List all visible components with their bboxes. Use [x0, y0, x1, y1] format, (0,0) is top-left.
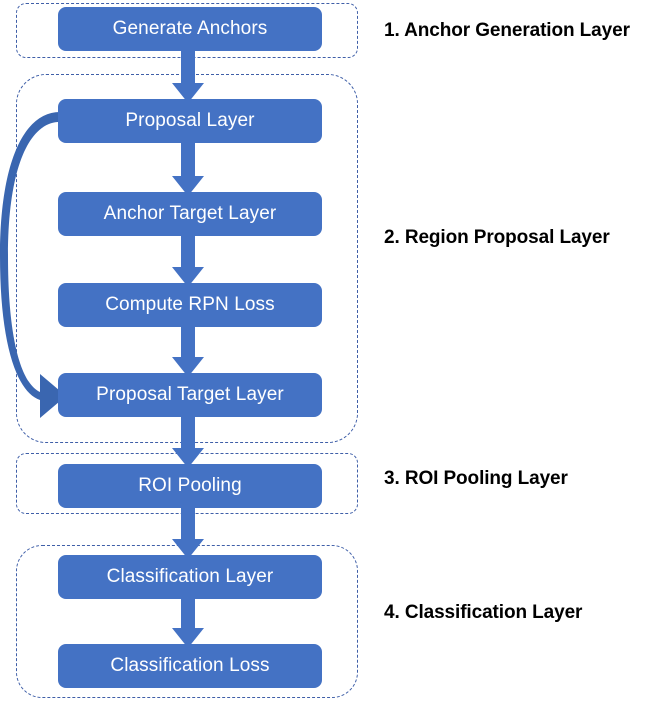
arrow-classification-layer-to-classification-loss — [172, 597, 204, 648]
arrow-generate-anchors-to-proposal-layer — [172, 45, 204, 103]
arrow-compute-rpn-loss-to-proposal-target-layer — [172, 325, 204, 377]
box-label: Classification Loss — [110, 655, 270, 676]
box-label: Anchor Target Layer — [103, 203, 277, 224]
box-label: ROI Pooling — [138, 475, 242, 496]
box-proposal-layer[interactable]: Proposal Layer — [58, 99, 322, 143]
arrow-roi-pooling-to-classification-layer — [172, 506, 204, 559]
caption-roi-pooling-layer: 3. ROI Pooling Layer — [384, 468, 568, 489]
box-label: Compute RPN Loss — [105, 294, 275, 315]
box-classification-layer[interactable]: Classification Layer — [58, 555, 322, 599]
box-label: Proposal Layer — [125, 110, 255, 131]
arrow-anchor-target-layer-to-compute-rpn-loss — [172, 233, 204, 287]
caption-anchor-generation-layer: 1. Anchor Generation Layer — [384, 20, 630, 41]
box-roi-pooling[interactable]: ROI Pooling — [58, 464, 322, 508]
box-generate-anchors[interactable]: Generate Anchors — [58, 7, 322, 51]
caption-classification-layer: 4. Classification Layer — [384, 602, 583, 623]
box-classification-loss[interactable]: Classification Loss — [58, 644, 322, 688]
arrow-proposal-target-layer-to-roi-pooling — [172, 415, 204, 468]
box-proposal-target-layer[interactable]: Proposal Target Layer — [58, 373, 322, 417]
box-anchor-target-layer[interactable]: Anchor Target Layer — [58, 192, 322, 236]
box-label: Proposal Target Layer — [96, 384, 284, 405]
caption-region-proposal-layer: 2. Region Proposal Layer — [384, 227, 610, 248]
box-label: Generate Anchors — [112, 18, 268, 39]
arrow-feedback-proposal-layer-to-proposal-target-layer — [0, 111, 66, 418]
box-compute-rpn-loss[interactable]: Compute RPN Loss — [58, 283, 322, 327]
arrow-proposal-layer-to-anchor-target-layer — [172, 140, 204, 196]
box-label: Classification Layer — [106, 566, 274, 587]
